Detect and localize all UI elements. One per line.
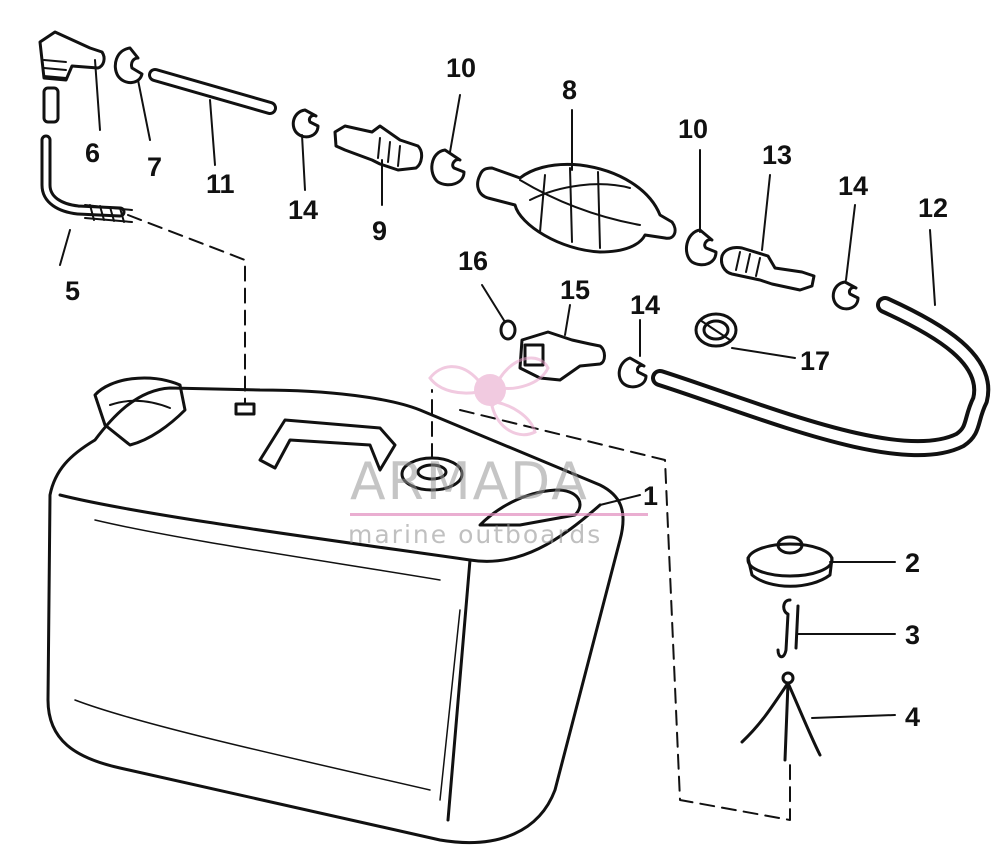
callout-12: 12 bbox=[918, 193, 949, 223]
callout-5: 5 bbox=[65, 276, 81, 306]
watermark-underline bbox=[350, 513, 648, 516]
long-hose-part bbox=[651, 296, 991, 458]
callout-14b: 14 bbox=[838, 171, 869, 201]
clamp-14c-part bbox=[831, 280, 860, 311]
clamp-14a-part bbox=[291, 108, 320, 139]
callout-2: 2 bbox=[905, 548, 921, 578]
callout-9: 9 bbox=[372, 216, 388, 246]
leader-17 bbox=[731, 347, 796, 359]
callout-15: 15 bbox=[560, 275, 591, 305]
callout-11: 11 bbox=[206, 169, 235, 199]
elbow-fitting-part bbox=[38, 30, 106, 82]
callout-1: 1 bbox=[643, 481, 659, 511]
watermark-brand: ARMADA bbox=[350, 452, 589, 512]
callout-10a: 10 bbox=[446, 53, 477, 83]
filler-cap-part bbox=[746, 535, 834, 588]
callout-8: 8 bbox=[562, 75, 578, 105]
hose-clamp-17-part bbox=[694, 312, 738, 348]
clamp-7-part bbox=[113, 46, 144, 84]
leader-lines bbox=[59, 59, 936, 719]
assembly-dash-lines bbox=[127, 214, 791, 821]
callout-6: 6 bbox=[85, 138, 101, 168]
callout-14a: 14 bbox=[288, 195, 319, 225]
watermark-propeller-icon bbox=[428, 356, 550, 437]
callout-3: 3 bbox=[905, 620, 921, 650]
clamp-10b-part bbox=[684, 228, 718, 267]
callout-14c: 14 bbox=[630, 290, 661, 320]
connector-9-part bbox=[333, 124, 424, 172]
connector-13-part bbox=[720, 246, 816, 292]
watermark-tagline: marine outboards bbox=[348, 520, 603, 549]
cap-spring-part bbox=[740, 671, 822, 762]
callout-17: 17 bbox=[800, 346, 831, 376]
valve-15-part bbox=[518, 330, 606, 382]
callout-13: 13 bbox=[762, 140, 793, 170]
callout-10b: 10 bbox=[678, 114, 709, 144]
callout-16: 16 bbox=[458, 246, 489, 276]
clamp-10a-part bbox=[430, 148, 466, 187]
fuel-tank-part bbox=[46, 376, 625, 845]
o-ring-16-part bbox=[499, 319, 517, 341]
callout-4: 4 bbox=[905, 702, 921, 732]
short-hose-part bbox=[148, 68, 277, 115]
primer-bulb-part bbox=[476, 162, 677, 254]
cap-chain-part bbox=[776, 598, 800, 659]
pickup-tube-part bbox=[40, 86, 133, 223]
clamp-14b-part bbox=[617, 356, 648, 389]
callout-7: 7 bbox=[147, 152, 163, 182]
